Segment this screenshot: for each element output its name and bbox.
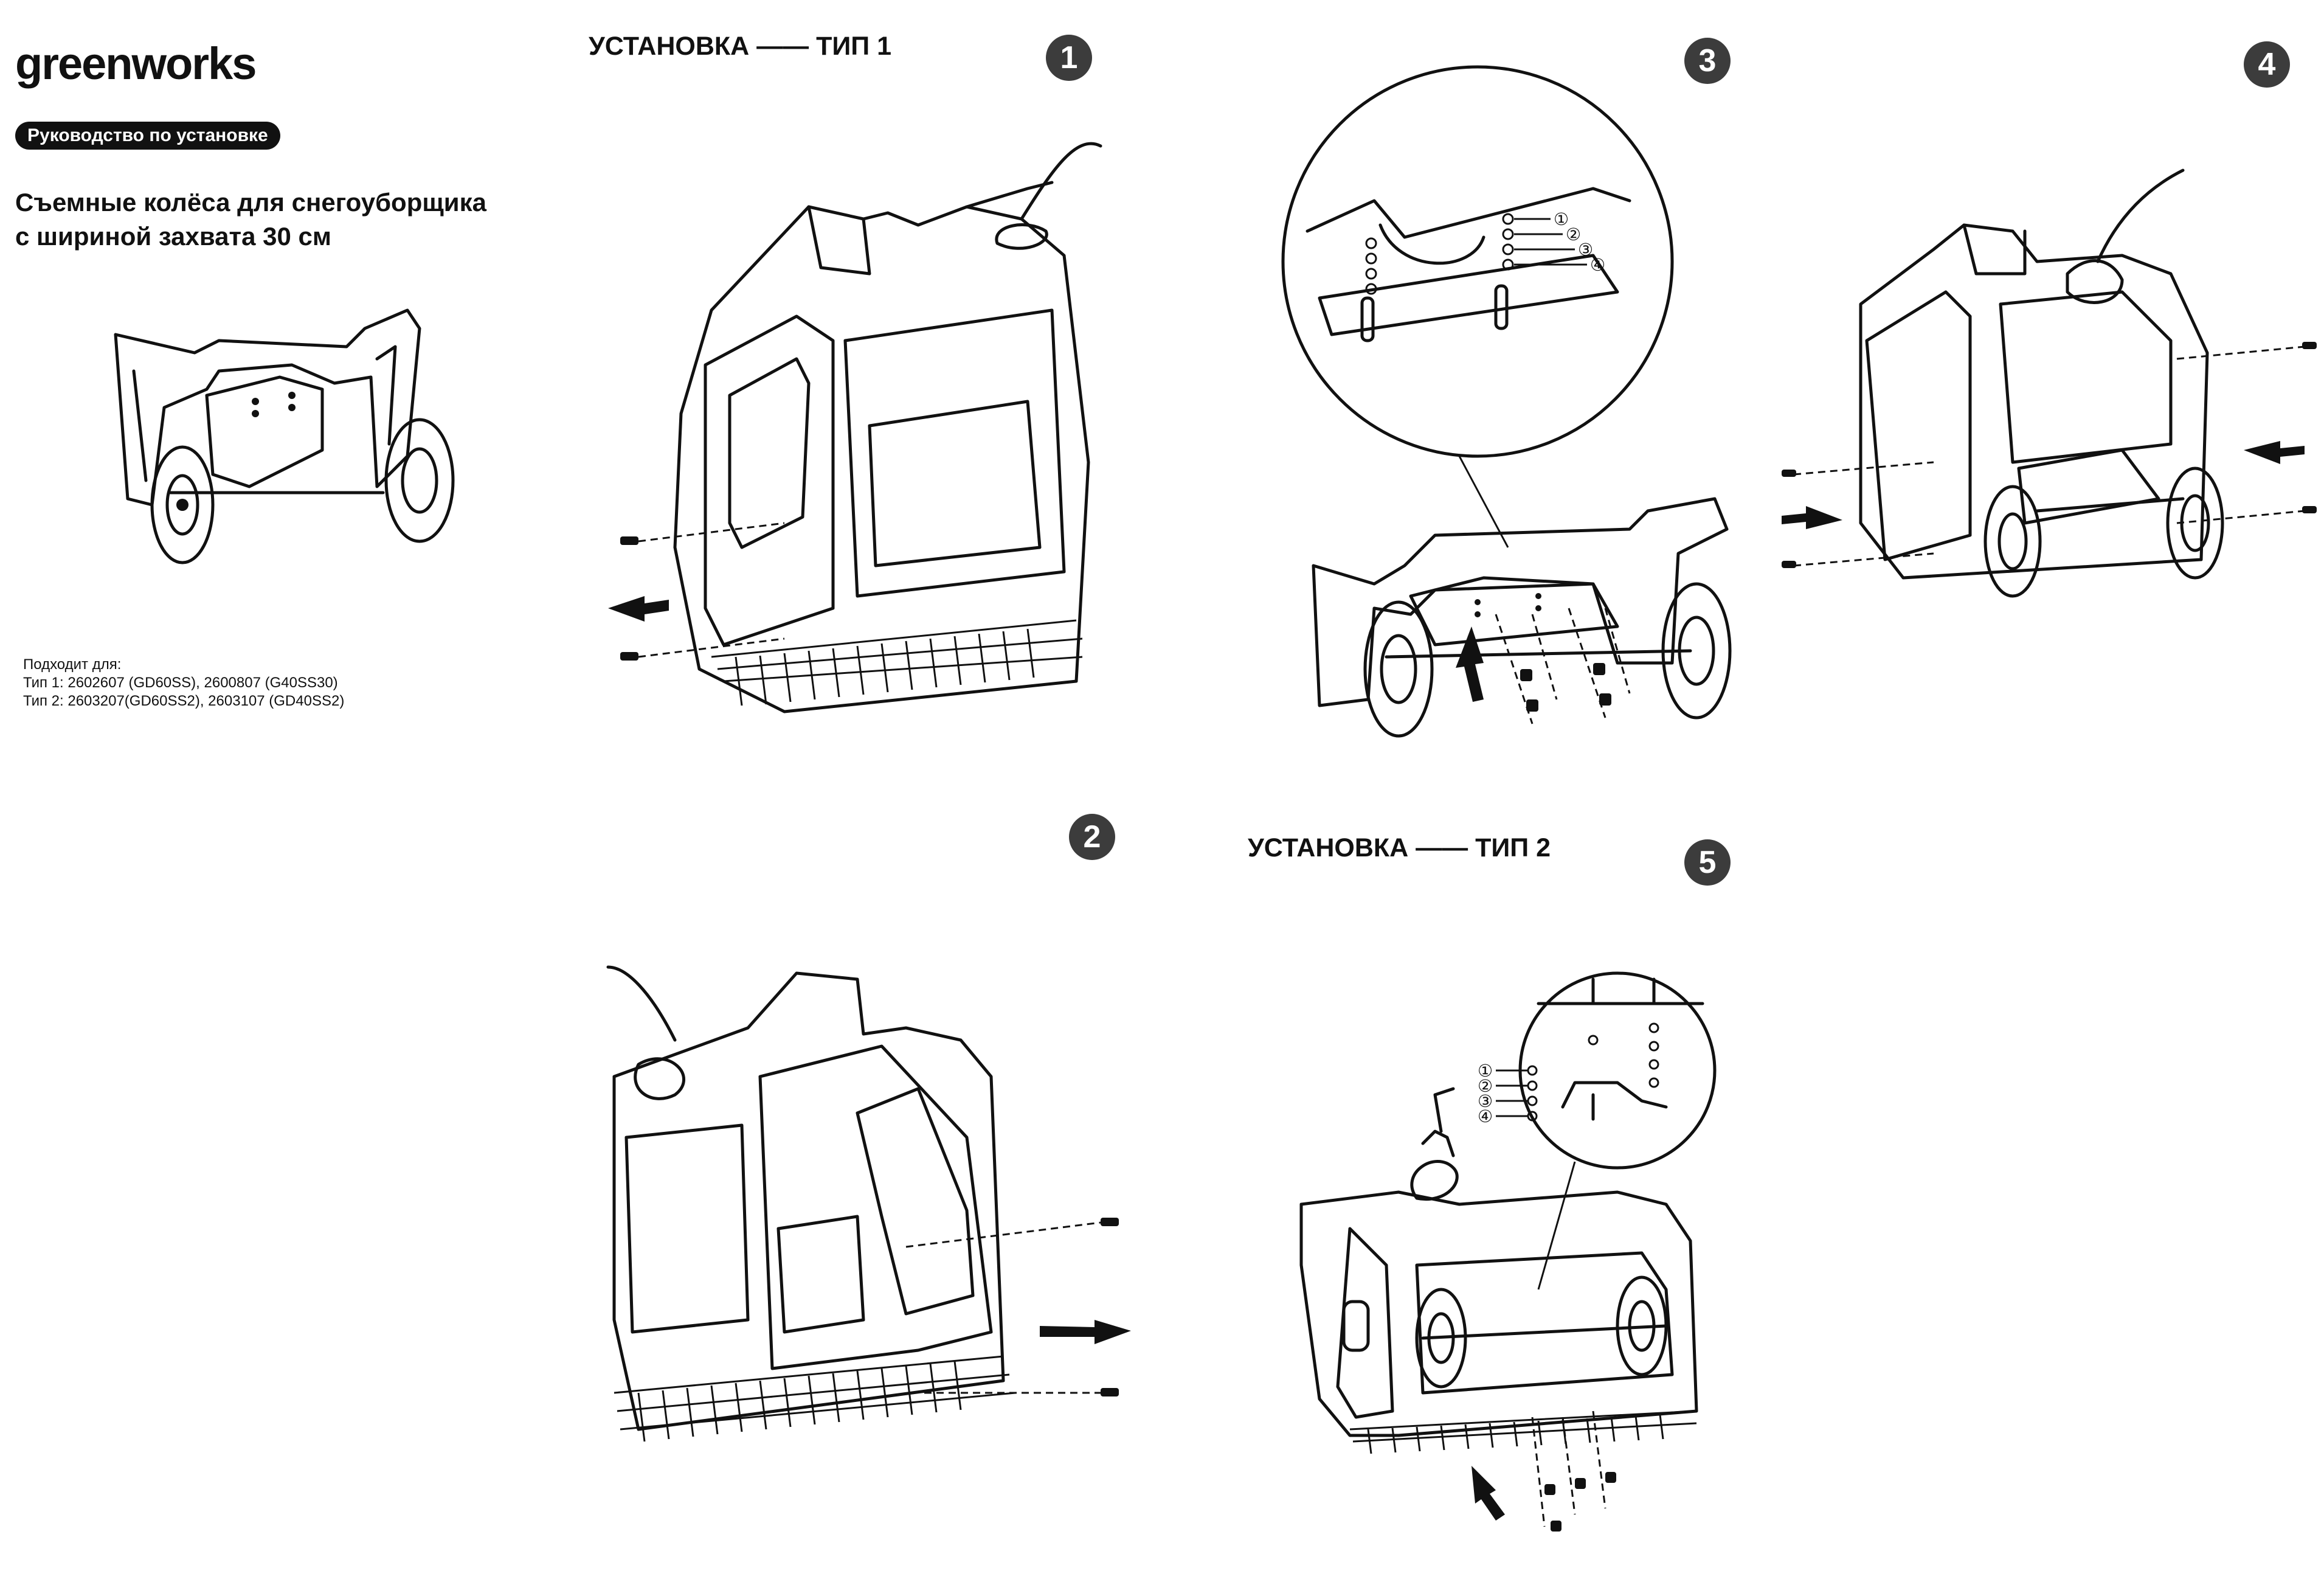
wheel-icon: [1616, 1275, 1668, 1376]
arrow-icon: [1456, 626, 1484, 702]
wheel-icon: [384, 418, 455, 543]
hole-label-1-type2: ①: [1478, 1061, 1493, 1081]
hole-label-2: ②: [1566, 224, 1581, 245]
hole-label-3-type2: ③: [1478, 1091, 1493, 1111]
section-type1-heading: УСТАНОВКА —— ТИП 1: [589, 32, 892, 61]
step-4-badge: 4: [2244, 41, 2290, 88]
step-2-illustration: [606, 965, 1131, 1442]
document-title: Съемные колёса для снегоуборщика с ширин…: [15, 186, 562, 254]
compatibility-type2: Тип 2: 2603207(GD60SS2), 2603107 (GD40SS…: [23, 693, 345, 709]
title-line-1: Съемные колёса для снегоуборщика: [15, 188, 486, 217]
step-2-badge: 2: [1069, 814, 1115, 860]
hole-label-4-type2: ④: [1478, 1106, 1493, 1126]
arrow-icon: [2244, 441, 2305, 464]
wheel-icon: [1415, 1288, 1467, 1389]
screw-icon: [1101, 1218, 1119, 1226]
step-5-illustration: ① ② ③ ④: [1299, 971, 1717, 1532]
guide-label-badge: Руководство по установке: [15, 122, 280, 150]
wheel-icon: [1363, 600, 1434, 738]
hole-label-1: ①: [1554, 209, 1569, 229]
screw-icon: [1782, 561, 1796, 568]
arrow-icon: [1040, 1320, 1131, 1344]
compatibility-list: Подходит для: Тип 1: 2602607 (GD60SS), 2…: [23, 656, 344, 710]
screw-icon: [620, 536, 638, 545]
step-3-illustration: ① ② ③ ④: [1281, 65, 1732, 738]
hole-label-4: ④: [1590, 255, 1605, 275]
screw-icon: [1101, 1388, 1119, 1396]
screw-icon: [2302, 506, 2317, 513]
wheel-icon: [1661, 582, 1732, 720]
hole-label-3: ③: [1578, 240, 1593, 260]
wheel-icon: [1983, 485, 2042, 598]
magnifier-circle-icon: [1281, 65, 1674, 458]
wheel-kit-illustration: [114, 308, 455, 564]
arrow-icon: [1472, 1466, 1505, 1521]
screw-icon: [1782, 470, 1796, 477]
screw-icon: [2302, 342, 2317, 349]
wheel-icon: [150, 445, 215, 564]
screw-icon: [620, 652, 638, 661]
step-1-illustration: [608, 142, 1102, 713]
arrow-icon: [1782, 506, 1842, 529]
step-1-badge: 1: [1046, 35, 1092, 81]
compatibility-type1: Тип 1: 2602607 (GD60SS), 2600807 (G40SS3…: [23, 675, 338, 691]
brand-logo: greenworks: [15, 38, 257, 89]
title-line-2: с шириной захвата 30 см: [15, 222, 331, 251]
step-5-badge: 5: [1684, 839, 1731, 886]
arrow-icon: [608, 596, 669, 622]
step-4-illustration: [1782, 168, 2317, 598]
step-3-badge: 3: [1684, 38, 1731, 84]
hole-label-2-type2: ②: [1478, 1076, 1493, 1096]
section-type2-heading: УСТАНОВКА —— ТИП 2: [1248, 833, 1551, 862]
compatibility-heading: Подходит для:: [23, 656, 122, 673]
